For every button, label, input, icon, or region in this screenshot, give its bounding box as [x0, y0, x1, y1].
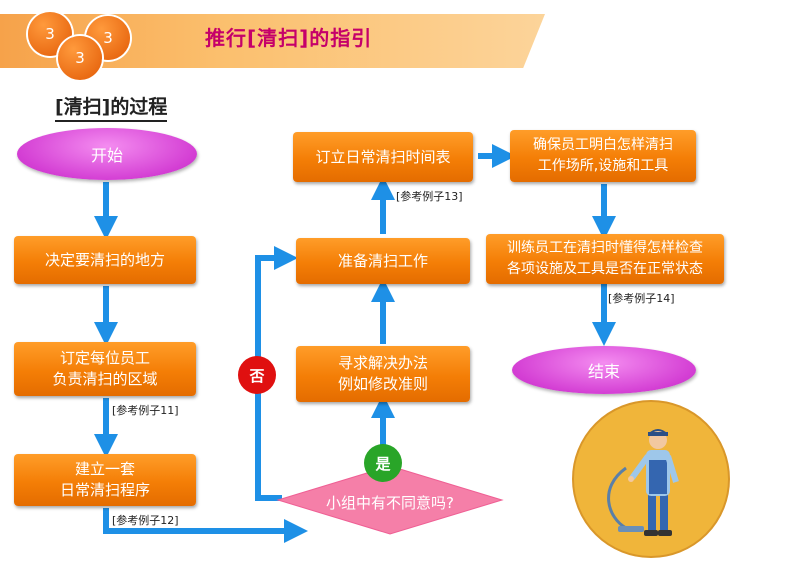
reference-13: [参考例子13]: [396, 190, 463, 203]
arrow-step3-to-decision: [103, 508, 308, 543]
reference-12: [参考例子12]: [112, 514, 179, 527]
end-label: 结束: [587, 362, 620, 381]
step-ensure-understanding: 确保员工明白怎样清扫 工作场所,设施和工具: [510, 130, 696, 182]
badge-circle-3: 3: [58, 36, 102, 80]
end-node: 结束: [512, 346, 696, 394]
step-label: 准备清扫工作: [337, 251, 428, 270]
yes-label: 是: [375, 454, 391, 473]
reference-14: [参考例子14]: [608, 292, 675, 305]
decision-label: 小组中有不同意吗?: [326, 494, 454, 512]
step-seek-solution: 寻求解决办法 例如修改准则: [296, 346, 470, 402]
section-title: [清扫]的过程: [55, 92, 168, 122]
cleaner-illustration: [572, 400, 730, 558]
reference-11: [参考例子11]: [112, 404, 179, 417]
decision-diamond: [276, 465, 504, 535]
start-label: 开始: [90, 146, 123, 165]
step-label: 建立一套 日常清扫程序: [59, 460, 150, 499]
no-label: 否: [249, 366, 265, 385]
step-build-procedure: 建立一套 日常清扫程序: [14, 454, 196, 506]
start-node: 开始: [17, 128, 197, 180]
no-badge: 否: [238, 356, 276, 394]
step-label: 决定要清扫的地方: [44, 250, 165, 269]
step-label: 确保员工明白怎样清扫 工作场所,设施和工具: [533, 137, 673, 174]
yes-badge: 是: [364, 444, 402, 482]
badge-number: 3: [45, 25, 55, 43]
step-label: 训练员工在清扫时懂得怎样检查 各项设施及工具是否在正常状态: [507, 240, 703, 277]
header-title: 推行[清扫]的指引: [205, 26, 373, 50]
step-set-schedule: 订立日常清扫时间表: [293, 132, 473, 182]
step-label: 订立日常清扫时间表: [315, 147, 451, 166]
step-assign-areas: 订定每位员工 负责清扫的区域: [14, 342, 196, 396]
step-decide-areas: 决定要清扫的地方: [14, 236, 196, 284]
step-prepare-cleaning: 准备清扫工作: [296, 238, 470, 284]
step-label: 订定每位员工 负责清扫的区域: [52, 349, 158, 388]
badge-number: 3: [75, 49, 85, 67]
step-label: 寻求解决办法 例如修改准则: [337, 354, 428, 393]
badge-number: 3: [103, 29, 113, 47]
step-train-inspection: 训练员工在清扫时懂得怎样检查 各项设施及工具是否在正常状态: [486, 234, 724, 284]
